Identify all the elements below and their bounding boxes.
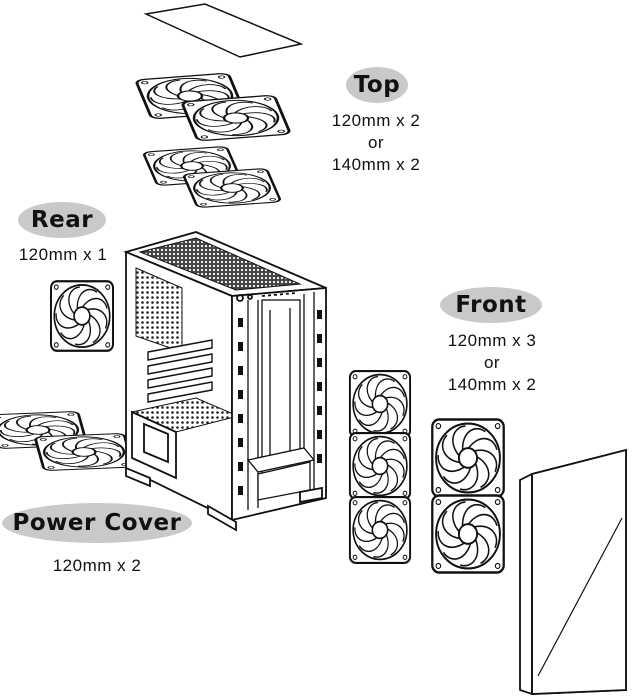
label-front-line-1: 120mm x 3 bbox=[447, 331, 537, 350]
power-cover-fans bbox=[0, 410, 135, 472]
label-top-line-3: 140mm x 2 bbox=[331, 155, 421, 174]
pc-case bbox=[123, 231, 327, 532]
label-rear-title: Rear bbox=[18, 202, 106, 238]
front-fans-120mm bbox=[348, 370, 412, 564]
label-power-cover-line-1: 120mm x 2 bbox=[52, 556, 142, 575]
top-fans-120mm bbox=[141, 145, 283, 209]
label-top-spec: 120mm x 2 or 140mm x 2 bbox=[306, 110, 446, 176]
label-front-line-3: 140mm x 2 bbox=[447, 375, 537, 394]
label-power-cover-spec: 120mm x 2 bbox=[30, 555, 164, 577]
label-front-title: Front bbox=[440, 287, 542, 323]
top-dust-filter bbox=[143, 3, 304, 58]
front-fans-140mm bbox=[431, 418, 505, 574]
label-front-line-2: or bbox=[483, 353, 501, 372]
label-rear-line-1: 120mm x 1 bbox=[18, 245, 108, 264]
rear-fan bbox=[49, 280, 115, 352]
label-top-line-1: 120mm x 2 bbox=[331, 111, 421, 130]
top-fans-140mm bbox=[134, 71, 292, 143]
front-panel bbox=[519, 448, 627, 695]
label-front-spec: 120mm x 3 or 140mm x 2 bbox=[422, 330, 562, 396]
label-rear-spec: 120mm x 1 bbox=[4, 244, 122, 266]
label-power-cover-title: Power Cover bbox=[2, 503, 192, 543]
label-top-title: Top bbox=[346, 67, 408, 103]
label-top-line-2: or bbox=[367, 133, 385, 152]
